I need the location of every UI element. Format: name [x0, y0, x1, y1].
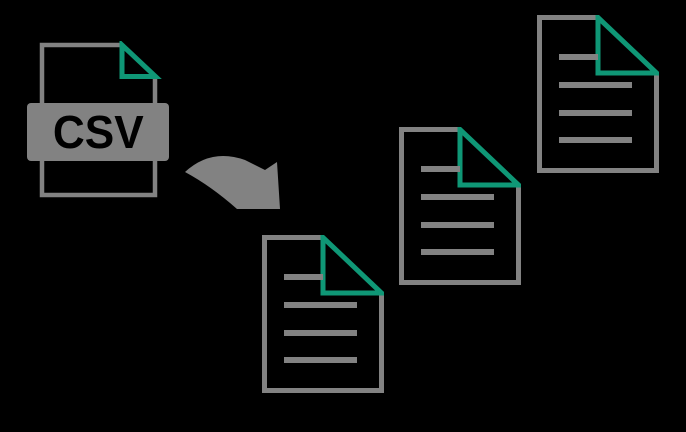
folded-corner-icon: [119, 41, 162, 79]
page-outline: [262, 235, 384, 393]
page-outline: [537, 15, 659, 173]
text-line: [284, 302, 357, 308]
csv-label-banner: CSV: [27, 103, 169, 161]
folded-corner-icon: [457, 127, 521, 188]
arrow-shape: [185, 156, 280, 209]
text-line: [559, 137, 632, 143]
text-line: [559, 110, 632, 116]
document-icon: [537, 15, 659, 173]
text-line: [284, 274, 323, 280]
curved-arrow-icon: [185, 156, 280, 209]
text-line: [421, 166, 460, 172]
text-line: [559, 82, 632, 88]
document-icon: [399, 127, 521, 285]
csv-label: CSV: [52, 106, 144, 158]
text-line: [421, 194, 494, 200]
document-icon: [262, 235, 384, 393]
text-line: [559, 54, 598, 60]
folded-corner-icon: [320, 235, 384, 296]
text-line: [284, 330, 357, 336]
text-line: [284, 357, 357, 363]
page-outline: [399, 127, 521, 285]
text-line: [421, 222, 494, 228]
folded-corner-icon: [595, 15, 659, 76]
text-line: [421, 249, 494, 255]
